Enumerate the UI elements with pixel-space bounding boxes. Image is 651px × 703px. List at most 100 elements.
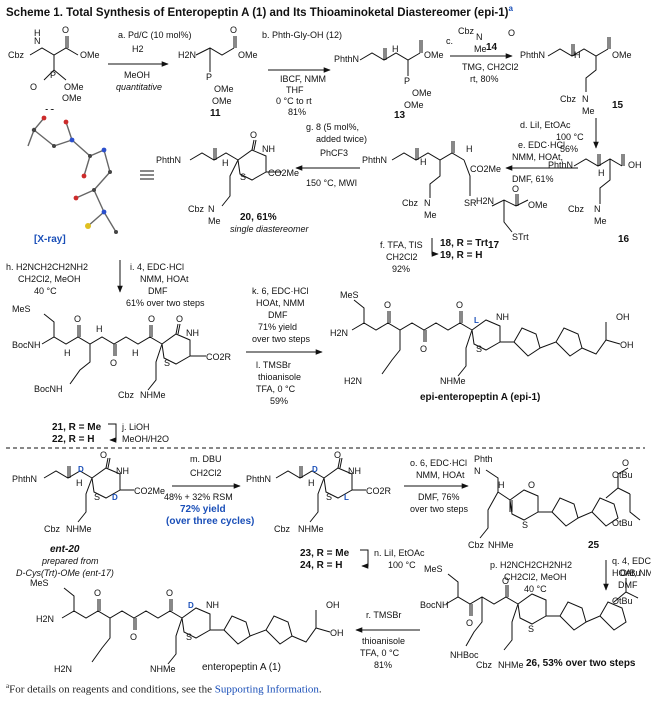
n-label: N: [476, 32, 483, 42]
o-label: O: [334, 450, 341, 460]
xray-structure: [X-ray]: [22, 110, 132, 250]
o-label: O: [250, 130, 257, 140]
step-g-line3: PhCF3: [320, 148, 348, 158]
ome-label: OMe: [424, 50, 444, 60]
co2r-label: CO2R: [366, 486, 392, 496]
nh-label: H: [466, 144, 473, 154]
step-f-line1: f. TFA, TIS: [380, 240, 423, 250]
o-label: O: [528, 480, 535, 490]
nh-label: NH: [262, 144, 275, 154]
step-e-line2: NMM, HOAt,: [512, 152, 563, 162]
oh-label: OH: [330, 628, 344, 638]
step-o-line4: over two steps: [410, 504, 469, 514]
s-label: S: [186, 632, 192, 642]
compound-label-ent-20: ent-20: [50, 544, 80, 555]
phth-label: Phth: [474, 454, 493, 464]
step-i-line3: DMF: [148, 286, 168, 296]
me-label: Me: [424, 210, 437, 220]
step-f-line3: 92%: [392, 264, 410, 274]
cbz-label: Cbz: [8, 50, 25, 60]
o-label: O: [62, 25, 69, 35]
h2n-label: H2N: [36, 614, 54, 624]
bocnh-label: BocNH: [12, 340, 41, 350]
arrow-j: [108, 423, 117, 443]
step-n-line1: n. LiI, EtOAc: [374, 548, 425, 558]
compound-label-22: 22, R = H: [52, 434, 95, 445]
ome-label: OMe: [80, 50, 100, 60]
strt-label: STrt: [512, 232, 529, 242]
step-g-line2: added twice): [316, 134, 367, 144]
ome-label: OMe: [404, 100, 424, 110]
step-o-line1: o. 6, EDC·HCl: [410, 458, 467, 468]
step-h-line3: 40 °C: [34, 286, 57, 296]
nh-label: H: [64, 348, 71, 358]
o-label: O: [622, 458, 629, 468]
compound-label-24: 24, R = H: [300, 560, 343, 571]
step-o-line3: DMF, 76%: [418, 492, 460, 502]
compound-note-20: single diastereomer: [230, 224, 310, 234]
nhme-label: NHMe: [66, 524, 92, 534]
h2n-label: H2N: [476, 196, 494, 206]
footnote-text: For details on reagents and conditions, …: [9, 683, 215, 696]
ome-label: OMe: [612, 50, 632, 60]
stereo-d-label: D: [78, 465, 84, 474]
compound-label-18: 18, R = Trt: [440, 238, 489, 249]
arrow-f: [431, 238, 439, 257]
otbu-label: OtBu: [612, 470, 633, 480]
cbz-label: Cbz: [568, 204, 585, 214]
h2n-label: H2N: [178, 50, 196, 60]
h-label: H: [392, 44, 399, 54]
ome-label: OMe: [412, 88, 432, 98]
nhme-label: NHMe: [150, 664, 176, 674]
compound-16: [573, 154, 625, 204]
step-r-line1: r. TMSBr: [366, 610, 401, 620]
step-r-line3: TFA, 0 °C: [360, 648, 400, 658]
n-label: N: [474, 466, 481, 476]
cbz-label: Cbz: [458, 26, 475, 36]
o-label: O: [30, 82, 37, 92]
step-f-line2: CH2Cl2: [386, 252, 418, 262]
step-p-line1: p. H2NCH2CH2NH2: [490, 560, 572, 570]
phthn-label: PhthN: [246, 474, 271, 484]
compound-note-ent-20-2: D-Cys(Trt)-OMe (ent-17): [16, 568, 114, 578]
step-k-line2: HOAt, NMM: [256, 298, 305, 308]
step-e-line3: DMF, 61%: [512, 174, 554, 184]
phthn-label: PhthN: [334, 54, 359, 64]
compound-label-14: 14: [486, 42, 498, 53]
step-r-line2: thioanisole: [362, 636, 405, 646]
nh-label: H: [308, 478, 315, 488]
step-h-line1: h. H2NCH2CH2NH2: [6, 262, 88, 272]
compound-20: [189, 139, 282, 207]
compound-10: [29, 36, 79, 81]
compound-label-23: 23, R = Me: [300, 548, 350, 559]
phthn-label: PhthN: [12, 474, 37, 484]
step-k-line1: k. 6, EDC·HCl: [252, 286, 309, 296]
step-m-line2: CH2Cl2: [190, 468, 222, 478]
compound-21-22: [41, 313, 206, 391]
p-label: P: [50, 70, 56, 80]
supporting-information-link[interactable]: Supporting Information: [214, 683, 319, 696]
o-label: O: [74, 314, 81, 324]
nh-label: NH: [496, 312, 509, 322]
nh-label: H: [420, 157, 427, 167]
co2me-label: CO2Me: [134, 486, 165, 496]
o-label: O: [466, 618, 473, 628]
step-k-line4: 71% yield: [258, 322, 297, 332]
cbz-label: Cbz: [44, 524, 61, 534]
stereo-d-label: D: [112, 493, 118, 502]
nh-label: NH: [348, 466, 361, 476]
scheme-footnote: aFor details on reagents and conditions,…: [6, 682, 322, 696]
compound-1: [61, 587, 331, 665]
step-b-line5: 81%: [288, 107, 306, 117]
xray-label: [X-ray]: [34, 234, 66, 245]
n-label: N: [208, 204, 215, 214]
step-m-line3: 48% + 32% RSM: [164, 492, 233, 502]
mes-label: MeS: [340, 290, 359, 300]
h2n-label: H2N: [344, 376, 362, 386]
stereo-l-label: L: [474, 316, 479, 325]
cbz-label: Cbz: [274, 524, 291, 534]
step-c-line2: TMG, CH2Cl2: [462, 62, 519, 72]
compound-label-26: 26, 53% over two steps: [526, 658, 636, 669]
cbz-label: Cbz: [188, 204, 205, 214]
